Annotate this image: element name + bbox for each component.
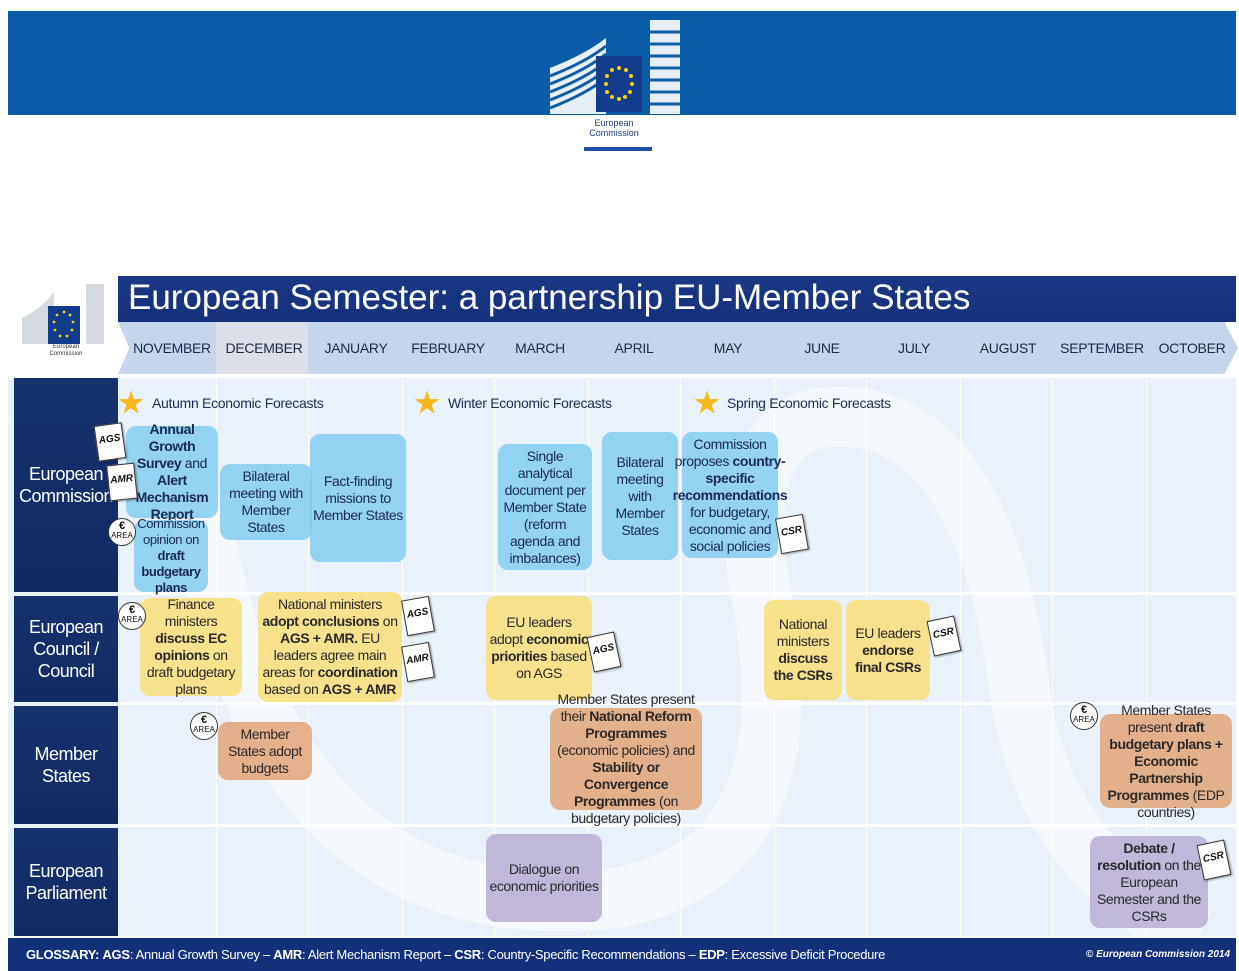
bilateral-april-box: Bilateral meeting with Member States (602, 432, 678, 560)
commission-proposes-box: Commission proposes country-specific rec… (673, 432, 788, 558)
commission-opinion-box: Commission opinion on draft budgetary pl… (134, 516, 208, 595)
month-october: OCTOBER (1158, 340, 1226, 356)
month-january: JANUARY (324, 340, 388, 356)
national-ministers-ags-box: National ministers adopt conclusions on … (258, 592, 402, 702)
ms-present-nrp-box: Member States present their National Ref… (550, 691, 702, 826)
month-september: SEPTEMBER (1060, 340, 1144, 356)
grid-row (118, 824, 1236, 827)
month-may: MAY (713, 340, 743, 356)
grid-col (960, 378, 961, 936)
month-february: FEBRUARY (411, 340, 485, 356)
logo-underline (584, 147, 652, 151)
month-august: AUGUST (979, 340, 1037, 356)
finance-ministers-box: Finance ministers discuss EC opinions on… (140, 596, 242, 697)
glossary-bar: GLOSSARY: AGS: Annual Growth Survey – AM… (8, 938, 1236, 971)
grid-col (1052, 378, 1053, 936)
grid-col (680, 378, 681, 936)
ags-amr-box: Annual Growth Survey and Alert Mechanism… (126, 421, 218, 522)
december-highlight (216, 322, 308, 374)
grid-row (118, 592, 1236, 595)
grid-row (118, 702, 1236, 705)
eu-leaders-priorities-box: EU leaders adopt economic priorities bas… (486, 596, 592, 700)
copyright: © European Commission 2014 (1085, 949, 1230, 960)
month-june: JUNE (804, 340, 840, 356)
month-december: DECEMBER (225, 340, 303, 356)
ags-document-icon: AGS (93, 422, 127, 462)
euro-area-icon: €AREA (108, 518, 136, 546)
page-title: European Semester: a partnership EU-Memb… (118, 276, 1236, 322)
autumn-forecast: Autumn Economic Forecasts (152, 395, 324, 411)
month-july: JULY (898, 340, 930, 356)
grid-col (1146, 378, 1147, 936)
small-logo-icon (22, 284, 104, 344)
winter-forecast: Winter Economic Forecasts (448, 395, 612, 411)
amr-document-icon: AMR (401, 641, 435, 683)
euro-area-icon: €AREA (1070, 702, 1098, 730)
single-document-box: Single analytical document per Member St… (498, 444, 592, 570)
dialogue-box: Dialogue on economic priorities (486, 834, 602, 922)
month-march: MARCH (515, 340, 565, 356)
bilateral-december-box: Bilateral meeting with Member States (220, 464, 312, 540)
euro-area-icon: €AREA (118, 602, 146, 630)
ms-present-dbp-box: Member States present draft budgetary pl… (1100, 702, 1232, 820)
csr-document-icon: CSR (775, 513, 809, 555)
european-commission-logo (549, 20, 680, 114)
row-header-parliament: European Parliament (14, 828, 118, 936)
ags-document-icon: AGS (401, 595, 435, 637)
month-april: APRIL (614, 340, 654, 356)
row-header-member-states: Member States (14, 706, 118, 824)
debate-box: Debate / resolution on the European Seme… (1090, 836, 1208, 928)
spring-forecast: Spring Economic Forecasts (727, 395, 891, 411)
euro-area-icon: €AREA (190, 712, 218, 740)
amr-document-icon: AMR (106, 462, 138, 502)
fact-finding-box: Fact-finding missions to Member States (310, 434, 406, 562)
month-november: NOVEMBER (133, 340, 211, 356)
row-header-council: European Council / Council (14, 596, 118, 702)
eu-leaders-endorse-box: EU leaders endorse final CSRs (846, 600, 930, 700)
national-ministers-csr-box: National ministers discuss the CSRs (764, 600, 842, 700)
ms-adopt-budgets-box: Member States adopt budgets (218, 722, 312, 780)
row-header-commission: European Commission (14, 378, 118, 592)
